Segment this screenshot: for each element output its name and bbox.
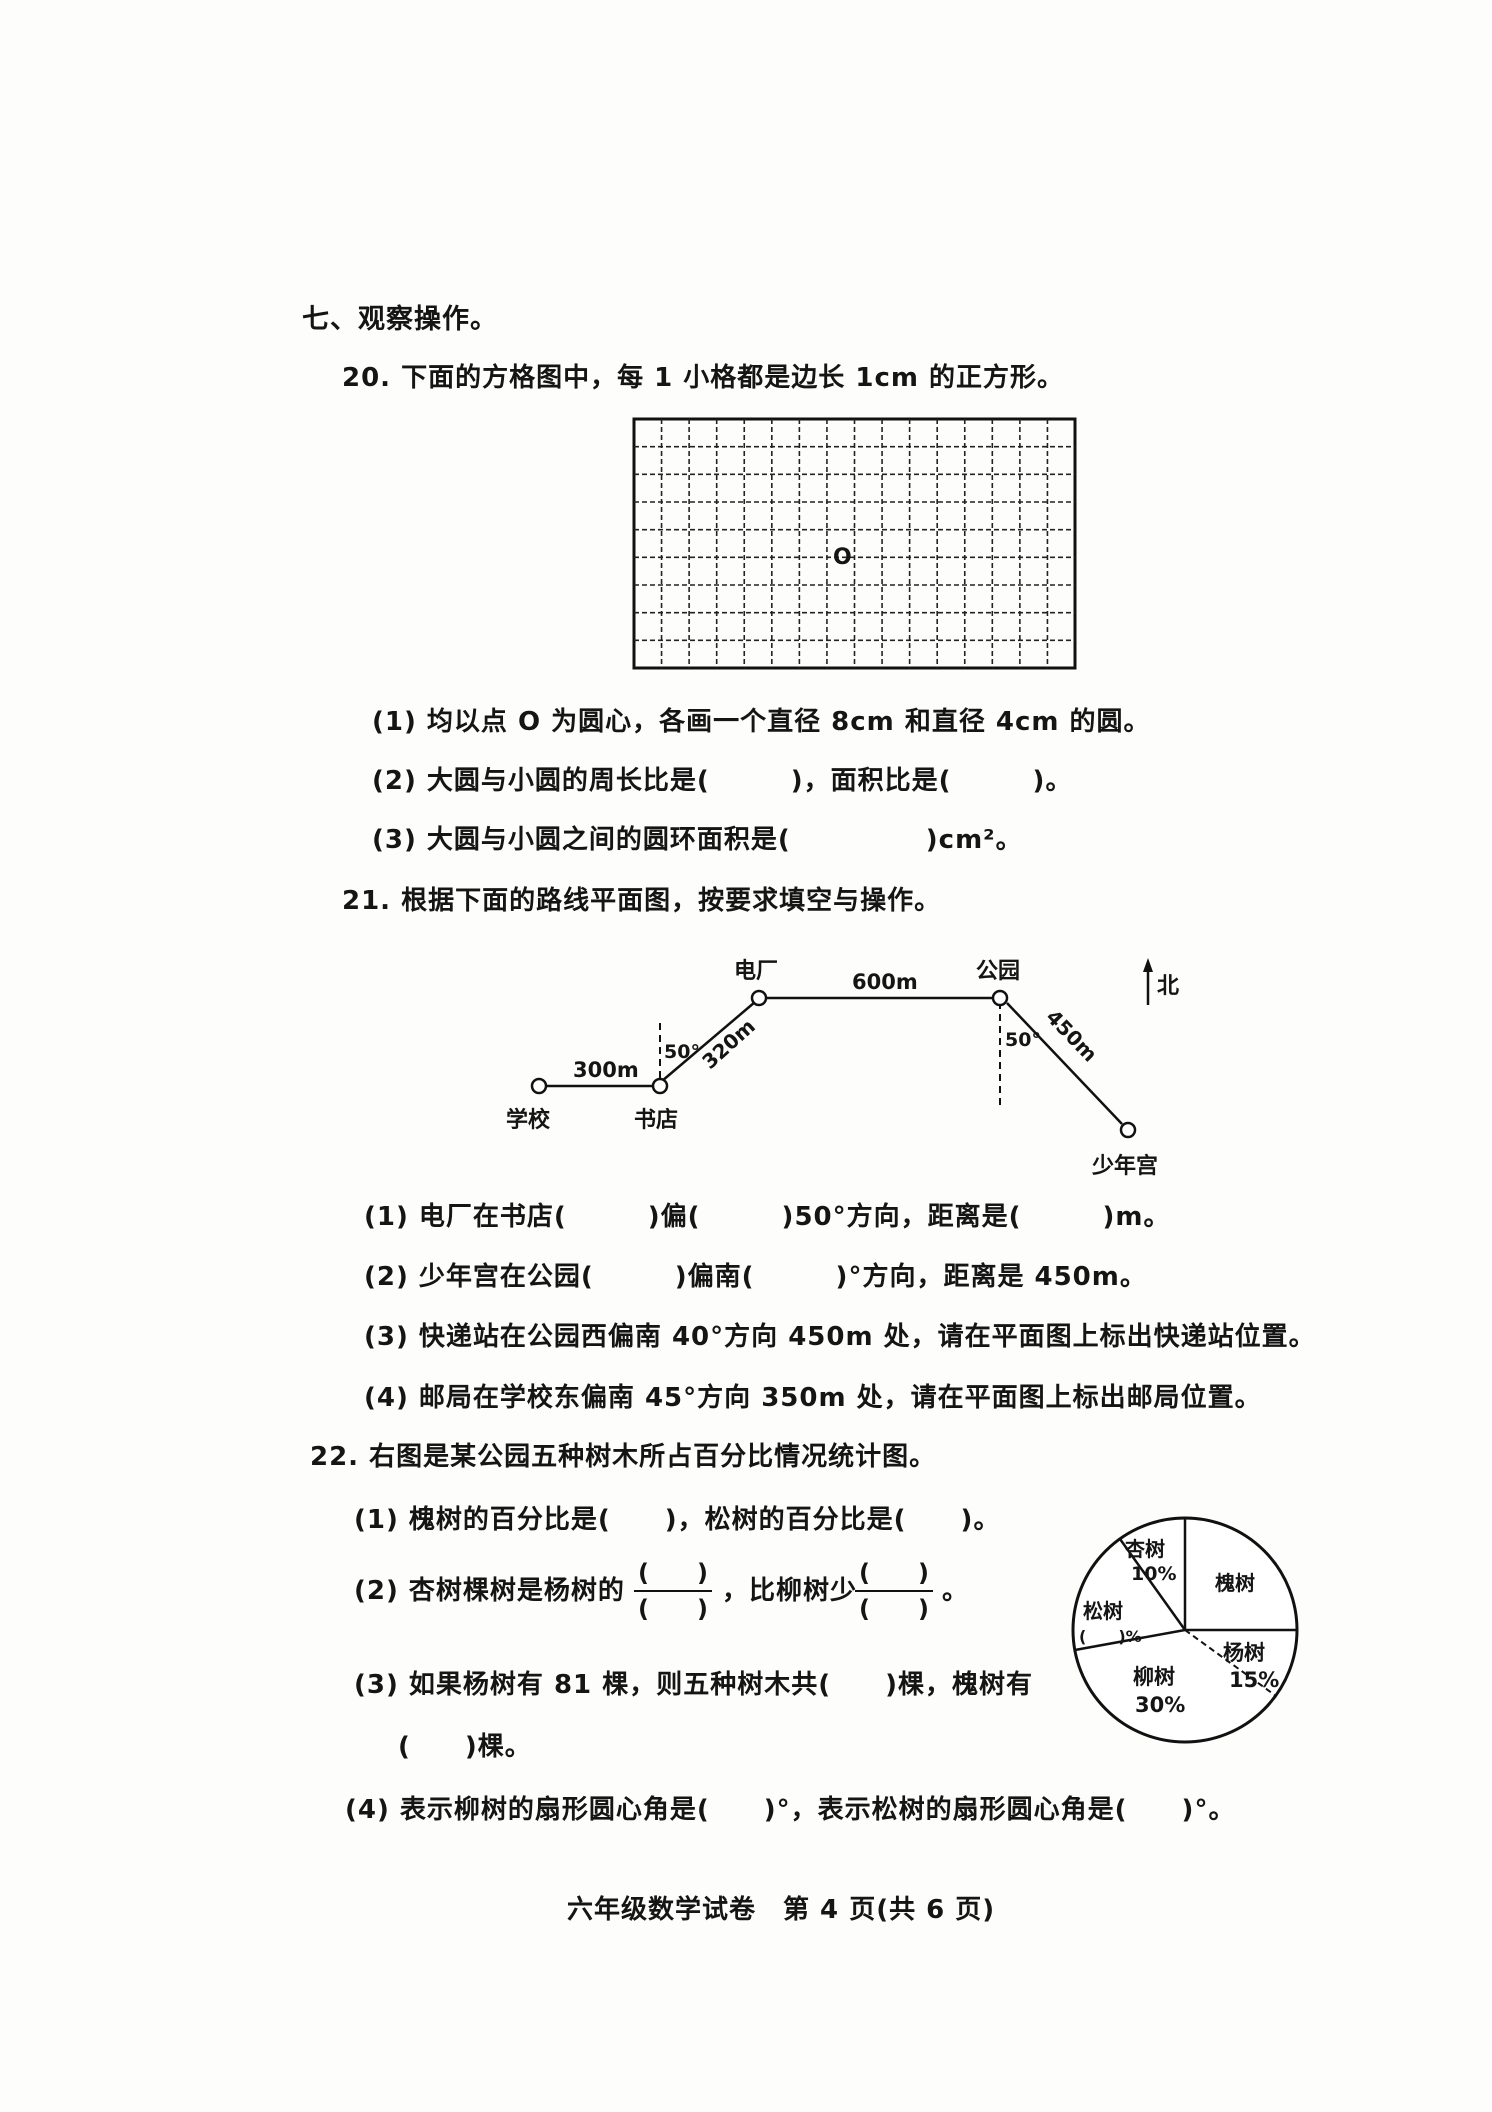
school-point: [530, 1077, 548, 1095]
fraction-2-denominator: ( ): [859, 1595, 929, 1623]
power-plant-point: [750, 989, 768, 1007]
q21-part2: (2) 少年宫在公园( )偏南( )°方向，距离是 450m。: [364, 1262, 1147, 1292]
section-heading: 七、观察操作。: [302, 304, 498, 335]
pie-pct-willow: 30%: [1135, 1693, 1185, 1717]
school-label: 学校: [506, 1107, 551, 1133]
q22-part2-prefix: (2) 杏树棵树是杨树的: [354, 1576, 625, 1606]
pie-label-pine: 松树: [1083, 1599, 1123, 1623]
angle-park: 50°: [1005, 1029, 1041, 1051]
grid-figure: O: [632, 417, 1077, 670]
q22-part4: (4) 表示柳树的扇形圆心角是( )°，表示松树的扇形圆心角是( )°。: [345, 1795, 1236, 1825]
dist-park-palace: 450m: [1041, 1005, 1102, 1067]
dist-school-bookstore: 300m: [573, 1058, 639, 1082]
fraction-2: ( ) ( ): [849, 1558, 939, 1624]
pie-label-apricot: 杏树: [1124, 1537, 1165, 1561]
grid-center-label: O: [833, 545, 852, 570]
north-arrow-icon: [1143, 958, 1153, 1005]
q21-part3: (3) 快递站在公园西偏南 40°方向 450m 处，请在平面图上标出快递站位置…: [364, 1322, 1316, 1352]
route-map: 北 学校 书店 电厂 公园 少年宫 300m 320m 600m 450m 50…: [506, 958, 1179, 1179]
pie-pct-poplar: 15%: [1229, 1668, 1279, 1692]
pie-label-willow: 柳树: [1133, 1665, 1175, 1689]
fraction-2-numerator: ( ): [859, 1559, 929, 1587]
pie-pct-pine: ( )%: [1079, 1627, 1142, 1646]
park-point: [991, 989, 1009, 1007]
fraction-1-denominator: ( ): [638, 1595, 708, 1623]
q20-part2: (2) 大圆与小圆的周长比是( )，面积比是( )。: [372, 766, 1073, 796]
north-label: 北: [1157, 974, 1179, 999]
tree-pie-chart: 杏树 10% 槐树 松树 ( )% 柳树 30% 杨树 15%: [1071, 1516, 1299, 1744]
q22-part3-continued: ( )棵。: [398, 1732, 532, 1762]
q21-part1: (1) 电厂在书店( )偏( )50°方向，距离是( )m。: [364, 1202, 1171, 1232]
fraction-1-numerator: ( ): [638, 1559, 708, 1587]
power-plant-label: 电厂: [734, 959, 778, 984]
angle-bookstore: 50°: [664, 1041, 700, 1063]
q21-title: 21. 根据下面的路线平面图，按要求填空与操作。: [342, 886, 942, 916]
q22-part2-end: 。: [942, 1576, 970, 1606]
q22-part1: (1) 槐树的百分比是( )，松树的百分比是( )。: [354, 1505, 1001, 1535]
q22-title: 22. 右图是某公园五种树木所占百分比情况统计图。: [310, 1442, 937, 1472]
q20-title: 20. 下面的方格图中，每 1 小格都是边长 1cm 的正方形。: [342, 363, 1065, 393]
q20-part1: (1) 均以点 O 为圆心，各画一个直径 8cm 和直径 4cm 的圆。: [372, 707, 1151, 737]
pie-pct-apricot: 10%: [1131, 1563, 1176, 1585]
youth-palace-label: 少年宫: [1091, 1153, 1158, 1179]
q21-part4: (4) 邮局在学校东偏南 45°方向 350m 处，请在平面图上标出邮局位置。: [364, 1383, 1262, 1413]
fraction-1: ( ) ( ): [628, 1558, 718, 1624]
q20-part3: (3) 大圆与小圆之间的圆环面积是( )cm²。: [372, 825, 1023, 855]
bookstore-label: 书店: [634, 1108, 678, 1133]
park-label: 公园: [976, 959, 1020, 984]
dist-plant-park: 600m: [852, 970, 918, 994]
bookstore-point: [651, 1077, 669, 1095]
pie-label-locust: 槐树: [1214, 1571, 1255, 1595]
q22-part3: (3) 如果杨树有 81 棵，则五种树木共( )棵，槐树有: [354, 1670, 1033, 1700]
page-footer: 六年级数学试卷 第 4 页(共 6 页): [567, 1895, 996, 1925]
q22-part2-middle: ，比柳树少: [722, 1576, 858, 1606]
pie-label-poplar: 杨树: [1223, 1641, 1265, 1665]
youth-palace-point: [1119, 1121, 1137, 1139]
